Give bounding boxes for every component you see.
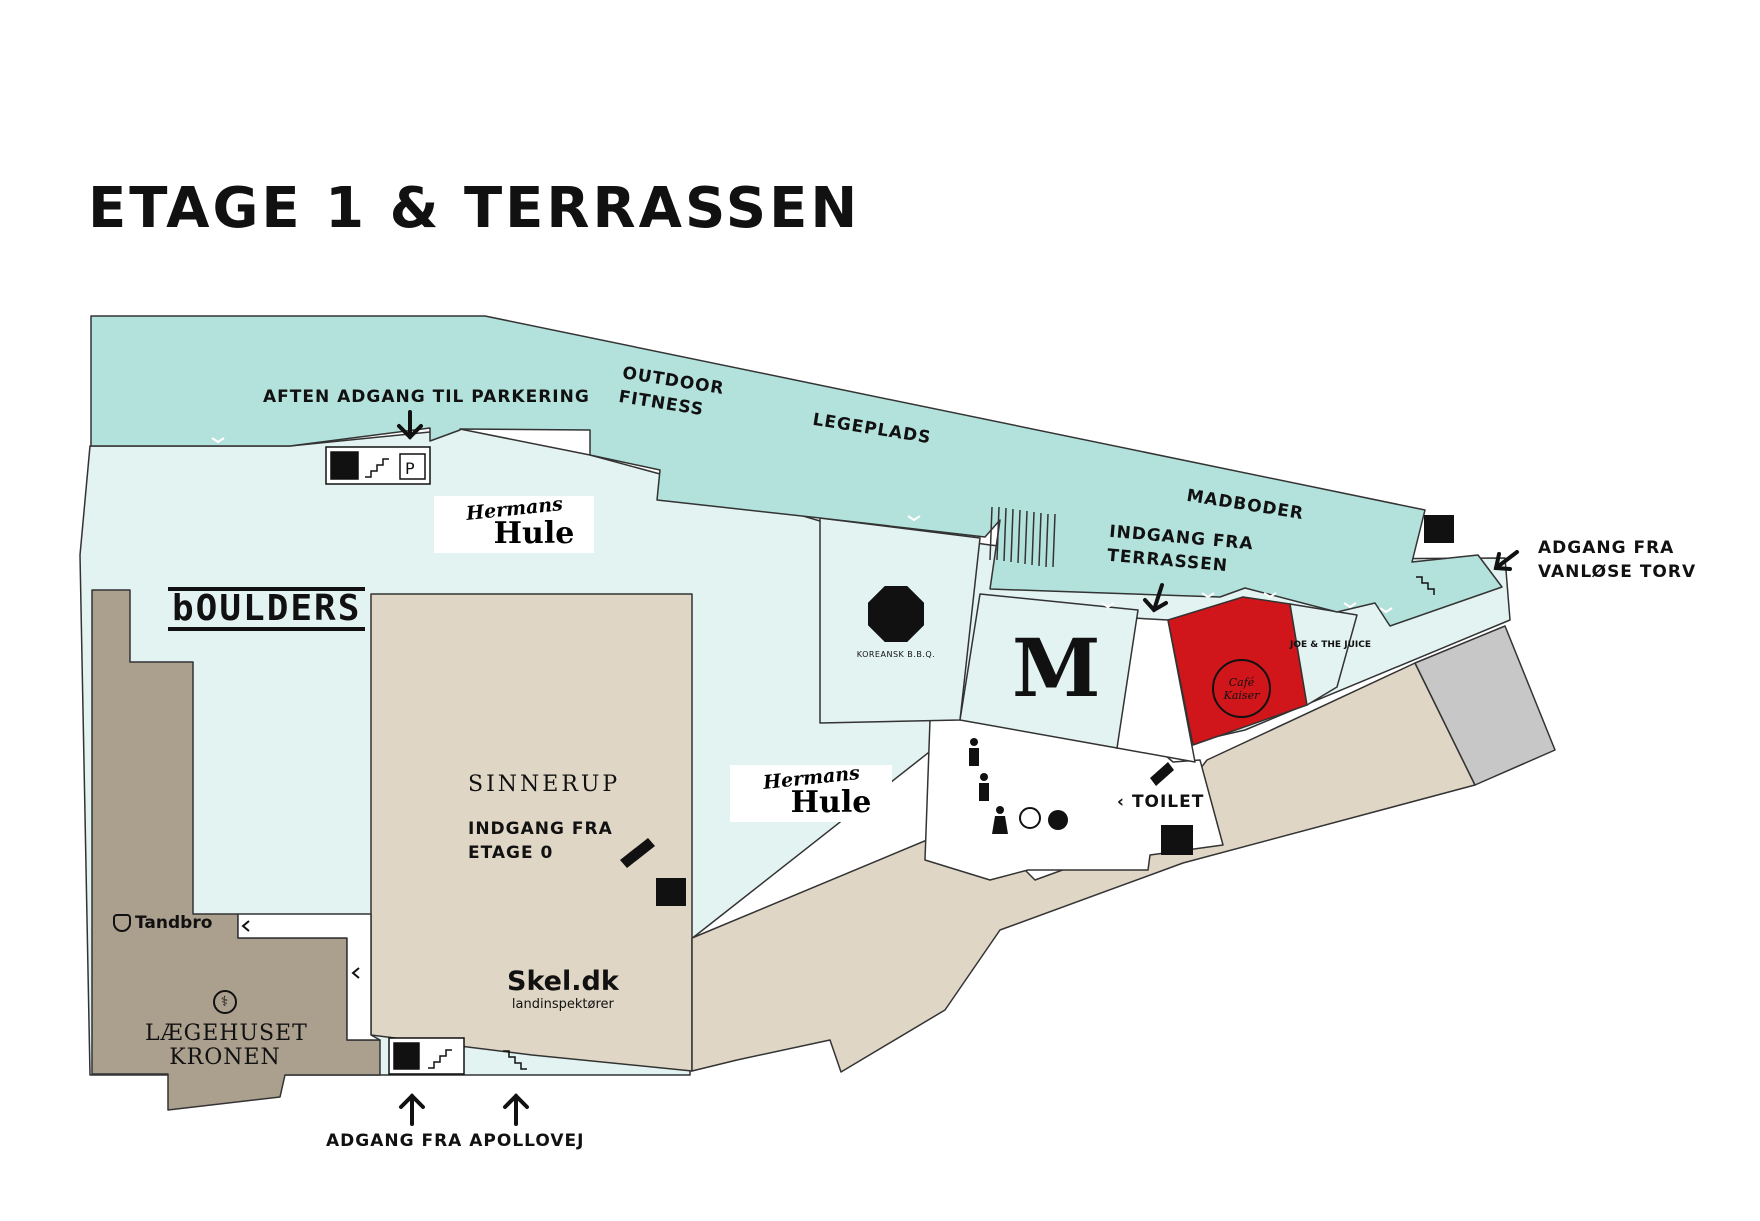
parking-symbol: P [405, 459, 415, 478]
stairs-icon [503, 1050, 527, 1070]
laegehuset-line2: KRONEN [169, 1045, 281, 1070]
logo-koreansk-bbq[interactable]: KOREANSK B.B.Q. [856, 586, 936, 659]
koreansk-bbq-icon [868, 586, 924, 642]
arrow-apollovej-1 [399, 1093, 425, 1126]
label-toilet: ‹ TOILET [1117, 792, 1205, 812]
logo-joe-the-juice[interactable]: JOE & THE JUICE [1290, 640, 1371, 650]
cafe-kaiser-line2: Kaiser [1223, 688, 1260, 702]
skel-sub: landinspektører [511, 997, 614, 1012]
zone-terrace[interactable] [90, 315, 1503, 627]
logo-hermans-hule-north[interactable]: Hermans Hule [434, 493, 594, 553]
restroom-icon [969, 738, 1068, 834]
laegehuset-line1: LÆGEHUSET [145, 1021, 308, 1046]
unit-mcdonalds[interactable] [959, 593, 1139, 749]
stairs-icon [1416, 576, 1435, 595]
caduceus-icon: ⚕ [213, 990, 237, 1014]
label-indgang-etage0: INDGANG FRA ETAGE 0 [468, 819, 613, 863]
logo-boulders[interactable]: bOULDERS [168, 587, 366, 631]
arrow-aften-parkering [397, 410, 423, 440]
hermans-hule-line2: Hule [493, 516, 575, 551]
tandbro-label: Tandbro [135, 913, 213, 933]
chevron-left-icon [241, 920, 360, 979]
tooth-icon [113, 914, 131, 932]
logo-tandbro[interactable]: Tandbro [113, 913, 212, 933]
label-adgang-vanlose: ADGANG FRA VANLØSE TORV [1538, 538, 1697, 582]
stairs-icon [428, 1049, 452, 1069]
elevator-icon [330, 451, 359, 480]
corridor-tandbro [237, 913, 381, 1041]
logo-laegehuset-kronen[interactable]: ⚕ LÆGEHUSET KRONEN [145, 990, 308, 1070]
zone-grey-unit [1414, 625, 1556, 786]
toilet-text: TOILET [1131, 792, 1205, 812]
parking-icon [399, 453, 426, 480]
exit-sign-icon [656, 515, 1454, 906]
cafe-kaiser-line1: Café [1228, 675, 1255, 689]
stairs-terrace-hatch [989, 506, 1056, 568]
arrow-adgang-vanlose [1493, 550, 1519, 571]
service-box-north [325, 446, 431, 485]
arrow-apollovej-2 [503, 1093, 529, 1126]
hermans-hule-line2: Hule [790, 785, 872, 820]
logo-skel-dk[interactable]: Skel.dk landinspektører [507, 966, 619, 1013]
page-title: ETAGE 1 & TERRASSEN [88, 176, 861, 241]
escalator-icon [620, 762, 1174, 868]
label-sinnerup: SINNERUP [468, 772, 621, 797]
logo-cafe-kaiser[interactable]: Café Kaiser [1212, 659, 1271, 718]
stairs-icon [365, 458, 389, 478]
arrow-indgang-terrassen [1143, 583, 1168, 613]
label-aften-adgang: AFTEN ADGANG TIL PARKERING [263, 387, 590, 407]
skel-name: Skel.dk [507, 966, 619, 997]
koreansk-bbq-label: KOREANSK B.B.Q. [856, 650, 936, 659]
entrance-markers [211, 432, 1393, 614]
elevator-icon [393, 1042, 420, 1070]
logo-mcdonalds[interactable]: M [1012, 621, 1101, 715]
label-adgang-apollovej: ADGANG FRA APOLLOVEJ [326, 1131, 585, 1151]
service-box-south [388, 1037, 527, 1075]
logo-hermans-hule-center[interactable]: Hermans Hule [730, 762, 892, 822]
